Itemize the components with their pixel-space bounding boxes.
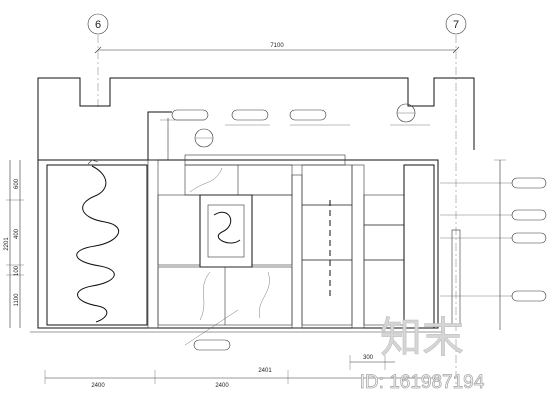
bottom-callout [184,309,239,351]
right-callout-3 [511,232,547,244]
grid-bubble-right: 7 [445,13,467,35]
bottom-dimensions: 2400 2400 2401 300 [44,355,440,389]
top-callouts [160,103,430,148]
pillars [147,159,365,329]
marble-panels [157,164,293,326]
grid-axis-lines [97,35,457,385]
bottom-dim-right: 300 [363,355,374,361]
stone-panel-left [46,159,148,326]
watermark: 知末 ID: 161987194 [359,314,485,394]
left-dim-4: 1100 [14,293,20,307]
right-callout-2 [511,209,547,221]
left-dim-3: 100 [14,265,20,276]
top-dimension-line: 7100 [94,43,460,54]
bottom-dim-2: 2400 [215,383,229,389]
right-callout-4 [511,290,547,302]
right-panels [301,164,405,326]
ceiling-outline [37,77,475,160]
grid-bubble-right-label: 7 [453,19,459,31]
left-dim-1: 600 [14,178,20,189]
left-dimensions: 600 400 100 1100 2201 [4,160,24,328]
dragon-relief [76,165,120,323]
bottom-dim-3: 2401 [258,368,272,374]
left-dim-total: 2201 [4,237,10,251]
watermark-logo: 知末 [380,314,464,361]
right-callouts [440,159,547,330]
left-dim-2: 400 [14,228,20,239]
center-medallion [199,194,253,268]
grid-bubble-left-label: 6 [95,19,101,31]
right-callout-1 [511,177,547,189]
bottom-dim-1: 2400 [91,383,105,389]
grid-bubble-left: 6 [87,13,109,35]
watermark-id: ID: 161987194 [360,372,485,393]
stone-column-right [403,164,461,329]
top-dimension-label: 7100 [270,43,284,49]
